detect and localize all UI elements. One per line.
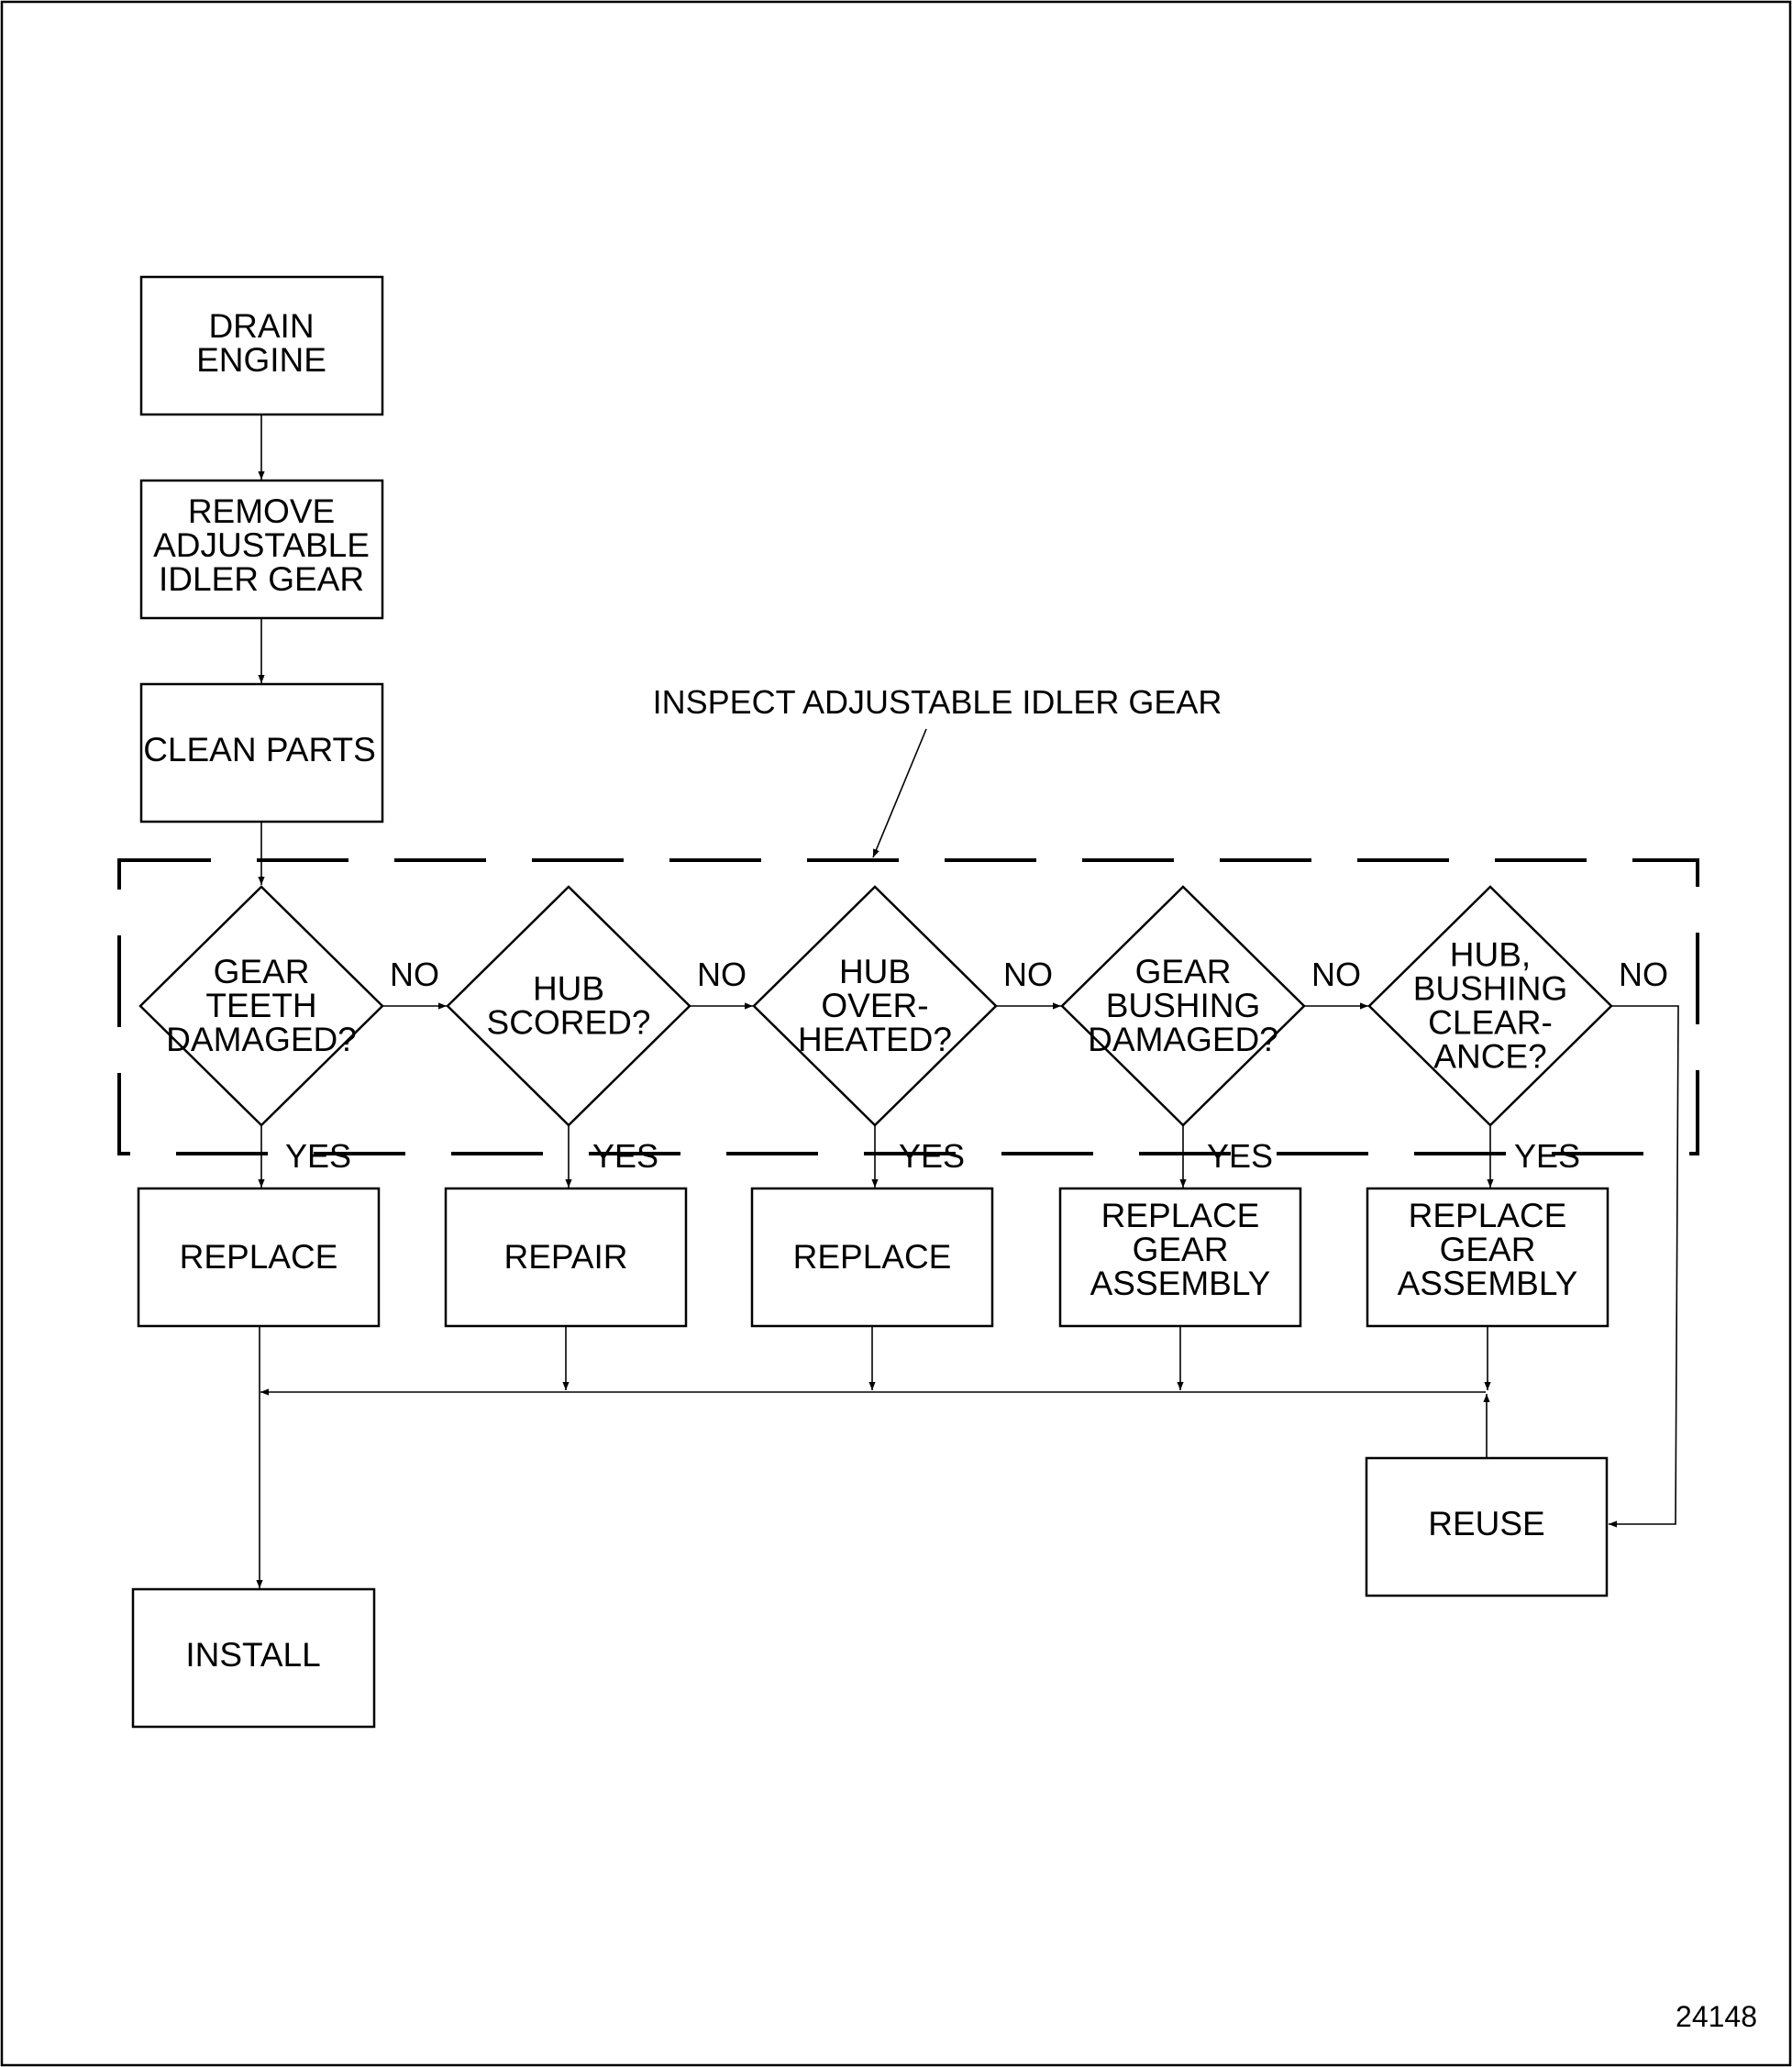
group-label-leader — [872, 728, 927, 858]
decision-question-line: TEETH — [205, 987, 316, 1024]
decision-question-line: HUB, — [1450, 936, 1531, 974]
decision-question-line: CLEAR- — [1428, 1004, 1553, 1042]
decision-row: GEARTEETHDAMAGED?NOYESREPLACEHUBSCORED?N… — [137, 885, 1668, 1390]
action-line: REPLACE — [180, 1238, 338, 1276]
step-drain-engine-line-1: DRAIN — [208, 307, 314, 345]
yes-label: YES — [285, 1137, 351, 1175]
action-line: REPLACE — [1101, 1197, 1260, 1234]
yes-label: YES — [1514, 1137, 1580, 1175]
decision-question-line: BUSHING — [1413, 970, 1568, 1008]
no-label: NO — [390, 956, 439, 993]
no-label: NO — [1003, 956, 1053, 993]
step-drain-engine-line-2: ENGINE — [196, 341, 326, 379]
decision-question-line: ANCE? — [1433, 1038, 1546, 1076]
action-line: REPAIR — [503, 1238, 627, 1276]
decision-question-line: GEAR — [1135, 953, 1232, 990]
decision-question-line: DAMAGED? — [1088, 1021, 1278, 1058]
decision-question-line: GEAR — [214, 953, 310, 990]
arrow-no-to-reuse — [1609, 1005, 1679, 1528]
decision-question-line: OVER- — [821, 987, 928, 1024]
decision-question-line: BUSHING — [1106, 987, 1261, 1024]
inspection-group-border — [117, 858, 1699, 1155]
step-install: INSTALL — [131, 1587, 376, 1729]
action-line: ASSEMBLY — [1090, 1265, 1271, 1302]
action-2: REPAIR — [444, 1187, 688, 1390]
decision-question-line: HUB — [839, 953, 911, 990]
action-line: REPLACE — [793, 1238, 952, 1276]
decision-question-line: DAMAGED? — [166, 1021, 357, 1058]
no-label: NO — [697, 956, 747, 993]
step-drain-engine: DRAIN ENGINE — [139, 275, 384, 416]
step-reuse: REUSE — [1365, 1456, 1609, 1597]
action-line: GEAR — [1133, 1231, 1229, 1268]
action-line: ASSEMBLY — [1398, 1265, 1578, 1302]
action-3: REPLACE — [750, 1187, 994, 1390]
group-label: INSPECT ADJUSTABLE IDLER GEAR — [653, 683, 1222, 721]
step-clean-parts-line-1: CLEAN PARTS — [143, 731, 376, 768]
yes-label: YES — [592, 1137, 658, 1175]
step-reuse-line-1: REUSE — [1428, 1505, 1544, 1542]
action-line: GEAR — [1440, 1231, 1536, 1268]
no-label: NO — [1311, 956, 1361, 993]
step-clean-parts: CLEAN PARTS — [139, 682, 384, 823]
action-1: REPLACE — [137, 1187, 381, 1328]
step-install-line-1: INSTALL — [185, 1636, 320, 1674]
action-line: REPLACE — [1409, 1197, 1567, 1234]
decision-question-line: HUB — [533, 970, 604, 1008]
decision-question-line: SCORED? — [487, 1004, 651, 1042]
no-label: NO — [1619, 956, 1668, 993]
figure-number: 24148 — [1676, 2000, 1757, 2033]
decision-question-line: HEATED? — [798, 1021, 952, 1058]
yes-label: YES — [899, 1137, 965, 1175]
step-remove-line-2: ADJUSTABLE — [153, 526, 370, 564]
yes-label: YES — [1207, 1137, 1273, 1175]
step-remove-line-1: REMOVE — [188, 492, 335, 530]
step-remove-line-3: IDLER GEAR — [159, 560, 364, 598]
step-remove-idler-gear: REMOVE ADJUSTABLE IDLER GEAR — [139, 479, 384, 620]
